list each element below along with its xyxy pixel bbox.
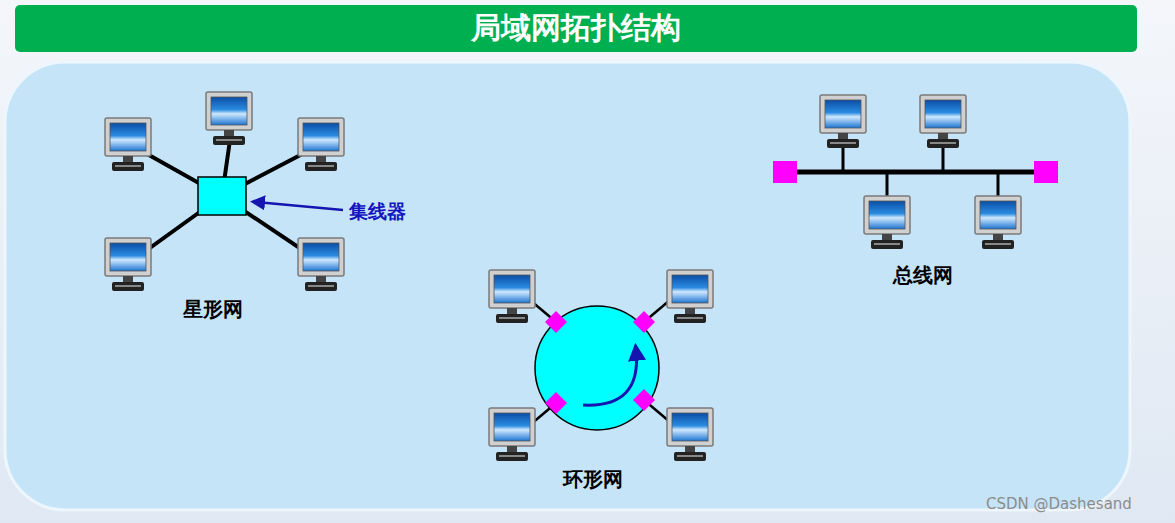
title-text: 局域网拓扑结构 — [471, 8, 681, 49]
panel — [5, 62, 1130, 510]
bus-network — [773, 95, 1058, 249]
star-computers — [105, 92, 344, 291]
network-label: 星形网 — [183, 296, 243, 323]
ring-network — [489, 270, 713, 461]
leader-line — [256, 202, 343, 210]
network-label: 环形网 — [563, 466, 623, 493]
watermark: CSDN @Dashesand — [986, 495, 1132, 513]
title-bar: 局域网拓扑结构 — [15, 5, 1137, 52]
hub-box — [198, 177, 246, 215]
network-label: 总线网 — [893, 262, 953, 289]
callout-label: 集线器 — [349, 199, 406, 225]
star-network — [140, 140, 310, 255]
